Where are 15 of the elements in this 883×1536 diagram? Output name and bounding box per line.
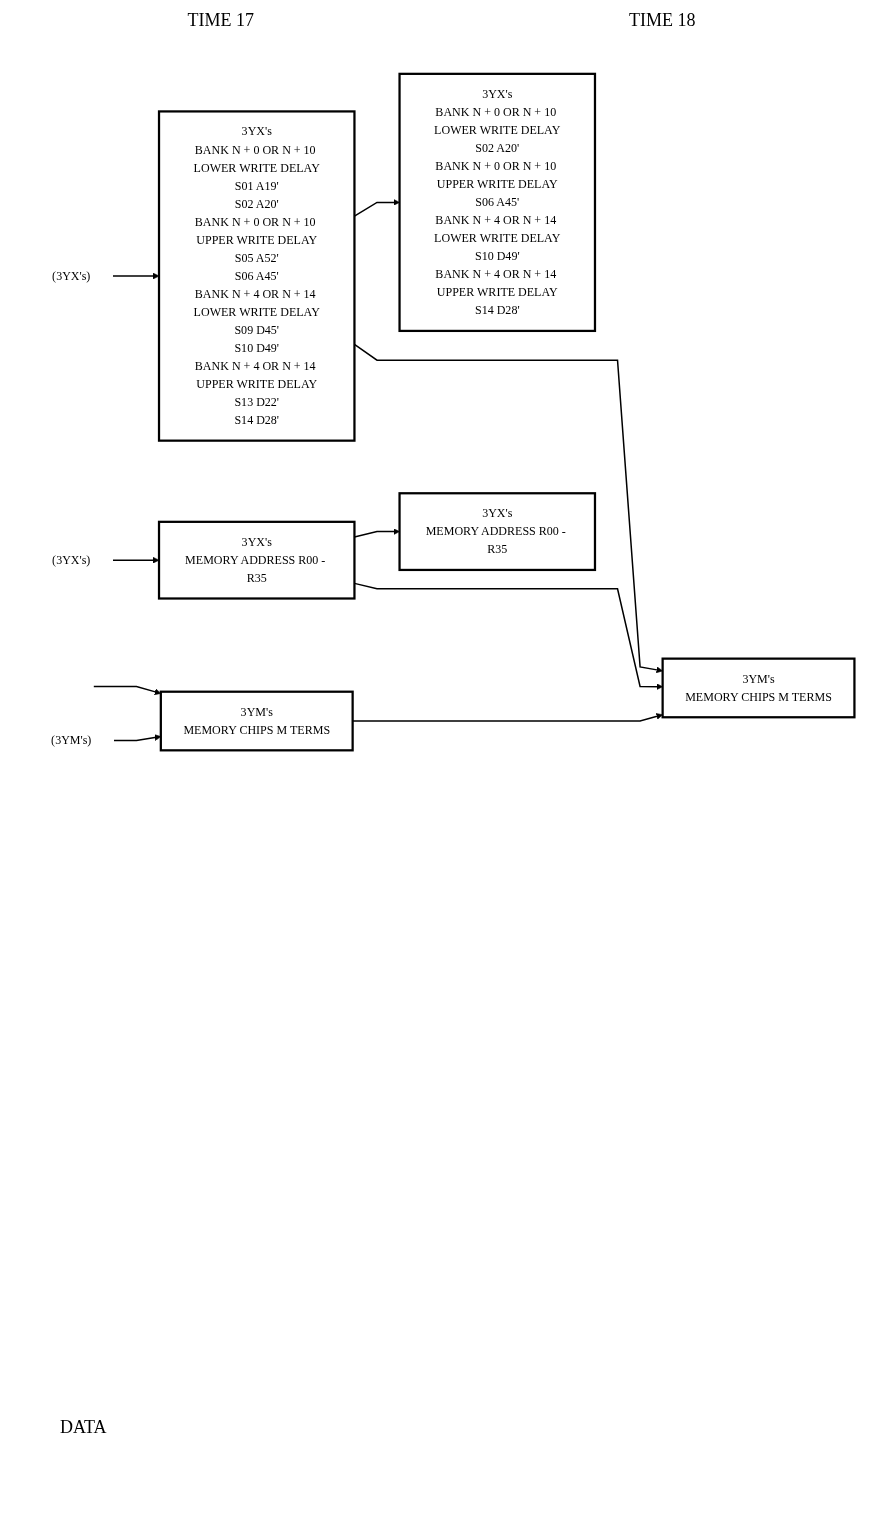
node-box: 3YX's BANK N + 0 OR N + 10 LOWER WRITE DELAY S01 A19' S02 A20' BANK N + 0 OR N + 10 UPPER WRITE DELAY S05 A52' S06 A45' BANK N + 4 OR N + 14 LOWER WRITE DELAY S09 D45' S10 D49' BANK N + 4 OR N + 14 UPPER WRITE DELAY S13 D22' S14 D28' xyxy=(157,110,356,442)
arrow xyxy=(112,556,160,564)
time-label: TIME 17 xyxy=(187,10,254,31)
node-text: (3YX's) xyxy=(52,269,91,283)
arrow xyxy=(112,272,160,280)
arrow xyxy=(93,685,162,695)
data-label: DATA xyxy=(60,1417,108,1438)
node-box: 3YM's MEMORY CHIPS M TERMS xyxy=(661,657,856,719)
node-text: (3YM's) xyxy=(51,733,92,747)
node-box: 3YX's BANK N + 0 OR N + 10 LOWER WRITE DELAY S02 A20' BANK N + 0 OR N + 10 UPPER WRITE DELAY S06 A45' BANK N + 4 OR N + 14 LOWER WRITE DELAY S10 D49' BANK N + 4 OR N + 14 UPPER WRITE DELAY S14 D28' xyxy=(398,72,597,333)
node-box: 3YX's MEMORY ADDRESS R00 - R35 xyxy=(157,520,356,600)
node-text: (3YX's) xyxy=(52,553,91,567)
node-box: 3YX's MEMORY ADDRESS R00 - R35 xyxy=(398,492,597,572)
time-label: TIME 18 xyxy=(629,10,696,31)
node-box: 3YM's MEMORY CHIPS M TERMS xyxy=(159,690,354,752)
